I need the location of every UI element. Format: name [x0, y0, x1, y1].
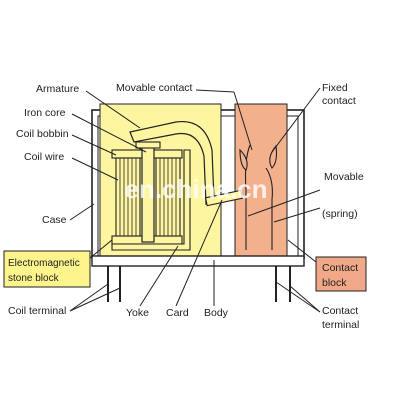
coil-assembly: [111, 141, 183, 245]
label-armature: Armature: [36, 83, 79, 95]
fixed-contact-right: [269, 144, 278, 169]
leader-iron-core: [71, 113, 147, 153]
leader-contact-block: [287, 239, 317, 263]
label-iron-core: Iron core: [24, 107, 66, 119]
leader-spring-b: [273, 207, 321, 223]
label-contact-terminal-line1: Contact: [322, 305, 358, 317]
armature: [129, 120, 215, 205]
leader-electromagnetic: [89, 239, 113, 259]
label-coil-terminal: Coil terminal: [8, 305, 66, 317]
leader-coil-terminal-b: [69, 287, 121, 312]
label-fixed-contact-line2: contact: [322, 95, 356, 107]
label-case: Case: [42, 214, 67, 226]
body-base: [91, 255, 305, 267]
label-movable-contact: Movable contact: [116, 82, 193, 94]
yoke: [111, 149, 191, 251]
label-body: Body: [204, 307, 229, 319]
leader-coil-bobbin: [71, 134, 117, 156]
leader-fixed-contact: [271, 87, 321, 153]
fixed-contact-left: [239, 148, 248, 171]
electromagnetic-label-line2: stone block: [8, 273, 60, 284]
leader-lines: [69, 87, 321, 313]
leader-movable-contact-a: [195, 89, 235, 93]
contact-block-label-box: [315, 256, 367, 292]
leader-spring-a: [247, 189, 321, 217]
contact-springs: [239, 144, 278, 250]
leader-movable-contact-b: [233, 91, 253, 151]
label-coil-wire: Coil wire: [24, 151, 64, 163]
iron-core-head: [135, 141, 161, 149]
leader-contact-terminal-a: [275, 281, 321, 313]
leader-coil-terminal-a: [69, 283, 109, 312]
movable-contact-arm: [265, 167, 273, 250]
electromagnetic-label-box: [3, 250, 91, 288]
label-card: Card: [166, 307, 189, 319]
contact-block-label-line1: Contact: [322, 262, 358, 274]
label-contact-terminal-line2: terminal: [322, 319, 359, 331]
electromagnetic-label-line1: Electromagnetic: [8, 258, 80, 269]
leader-armature: [85, 90, 141, 129]
leader-card: [175, 199, 223, 307]
leader-coil-wire: [71, 157, 119, 181]
label-spring: (spring): [322, 208, 358, 220]
label-yoke: Yoke: [126, 307, 149, 319]
label-coil-bobbin: Coil bobbin: [16, 128, 69, 140]
coil-winding-lines: [119, 158, 177, 236]
leader-yoke: [139, 245, 179, 307]
card: [204, 189, 244, 207]
leader-case: [69, 203, 95, 221]
watermark: en.china.cn: [124, 174, 267, 204]
label-movable-right: Movable: [324, 171, 364, 183]
contact-block-label-line2: block: [322, 277, 347, 289]
label-fixed-contact-line1: Fixed: [322, 82, 348, 94]
contact-block: [234, 103, 288, 257]
leader-contact-terminal-b: [289, 285, 321, 313]
